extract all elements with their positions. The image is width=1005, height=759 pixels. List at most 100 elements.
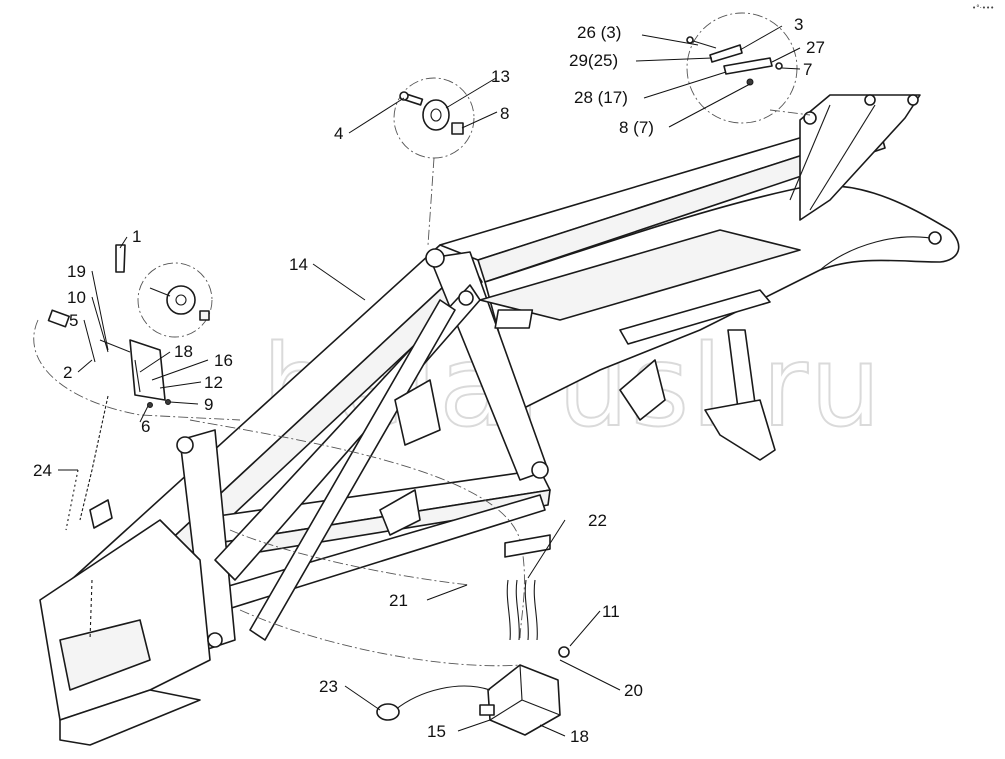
control-box xyxy=(376,664,561,736)
pin-26 xyxy=(689,39,717,49)
callout-16: 16 xyxy=(214,351,233,370)
wire-2 xyxy=(515,579,520,641)
chain-24 xyxy=(65,469,79,531)
dash-cable-21 xyxy=(229,529,471,586)
callout-4: 4 xyxy=(334,124,343,143)
callout-14: 14 xyxy=(289,255,308,274)
plate-18 xyxy=(129,339,166,401)
callout-6: 6 xyxy=(141,417,150,436)
deck-plate xyxy=(494,309,534,329)
detail-roller-group xyxy=(399,91,464,135)
control-box-edge-2 xyxy=(489,699,523,721)
callout-18-bottom: 18 xyxy=(570,727,589,746)
rear-arm-line-1 xyxy=(789,104,831,201)
chain-lower xyxy=(89,579,93,641)
callout-21: 21 xyxy=(389,591,408,610)
callout-3: 3 xyxy=(794,15,803,34)
nut-8 xyxy=(451,122,464,135)
detail-pins-group xyxy=(686,36,783,86)
callout-9: 9 xyxy=(204,395,213,414)
lower-hook-bracket xyxy=(379,489,421,536)
dash-harness xyxy=(189,419,525,641)
hub-nut xyxy=(199,310,210,321)
bolt-12 xyxy=(134,359,141,393)
wire-1 xyxy=(506,579,511,641)
callout-8-7: 8 (7) xyxy=(619,118,654,137)
callout-23: 23 xyxy=(319,677,338,696)
hub-roller xyxy=(166,285,196,315)
spring-chain-24 xyxy=(65,395,113,641)
callout-8: 8 xyxy=(500,104,509,123)
frame-bush-right xyxy=(531,461,549,479)
rear-upright-arms xyxy=(799,94,921,221)
callout-2: 2 xyxy=(63,363,72,382)
leader-dash-top xyxy=(427,157,435,246)
right-boom-arm-edge xyxy=(819,236,941,271)
callout-15: 15 xyxy=(427,722,446,741)
leader-dash-left xyxy=(33,319,241,421)
front-plate-lip xyxy=(59,689,201,746)
rear-foot xyxy=(704,399,776,461)
callout-11: 11 xyxy=(602,602,620,621)
callout-18-left: 18 xyxy=(174,342,193,361)
rear-arm-pin xyxy=(907,94,919,106)
control-box-15 xyxy=(487,664,561,736)
callout-12: 12 xyxy=(204,373,223,392)
callout-27: 27 xyxy=(806,38,825,57)
pin-5 xyxy=(47,309,70,328)
callout-19: 19 xyxy=(67,262,86,281)
boom-pivot-hole xyxy=(928,231,942,245)
rear-cylinder xyxy=(619,289,771,345)
wire-3 xyxy=(524,579,529,641)
rod-10 xyxy=(99,339,131,353)
callout-labels: 4 13 8 26 (3) 3 29(25) 27 7 28 (17) 8 (7… xyxy=(33,15,825,746)
frame-bush-bottom xyxy=(207,632,223,648)
callout-22: 22 xyxy=(588,511,607,530)
callout-26-3: 26 (3) xyxy=(577,23,621,42)
diagonal-brace-2 xyxy=(249,299,456,641)
nut-9 xyxy=(165,399,171,405)
callout-10: 10 xyxy=(67,288,86,307)
callout-13: 13 xyxy=(491,67,510,86)
shackle-1 xyxy=(115,244,126,273)
loader-frame xyxy=(39,94,960,746)
centre-bracket xyxy=(394,379,441,446)
plate-29 xyxy=(709,44,743,63)
frame-bush-left xyxy=(176,436,194,454)
frame-bush-2 xyxy=(458,290,474,306)
roller-13-bore xyxy=(430,108,442,122)
leader-lines xyxy=(58,25,801,737)
mid-bracket xyxy=(619,359,666,421)
link-assembly xyxy=(47,309,171,408)
leader-dash-rear xyxy=(769,109,811,116)
frame-bush-top xyxy=(425,248,445,268)
rear-arm-line-2 xyxy=(809,104,876,211)
hub-bore xyxy=(175,294,187,306)
upper-rear-beam-side xyxy=(477,129,886,283)
corner-mark: •°·••• xyxy=(972,4,994,12)
plug-23 xyxy=(376,703,400,721)
nut-6 xyxy=(147,402,153,408)
callout-5: 5 xyxy=(69,311,78,330)
callout-20: 20 xyxy=(624,681,643,700)
rear-arm-pin-2 xyxy=(864,94,876,106)
box-plug xyxy=(479,704,495,716)
hub-detail xyxy=(115,244,210,321)
spring-24 xyxy=(79,395,109,521)
hub-bolt xyxy=(149,287,171,297)
callout-24: 24 xyxy=(33,461,52,480)
callout-1: 1 xyxy=(132,227,141,246)
callout-7: 7 xyxy=(803,60,812,79)
callout-29-25: 29(25) xyxy=(569,51,618,70)
cable-23 xyxy=(394,685,491,711)
pin-26-head xyxy=(686,36,694,44)
rear-bush xyxy=(803,111,817,125)
chain-clamp xyxy=(89,499,113,529)
wire-harness xyxy=(504,534,570,658)
right-boom-arm xyxy=(484,184,960,411)
terminal-block xyxy=(504,534,551,558)
inner-deck xyxy=(479,229,801,321)
bar-28 xyxy=(723,57,773,75)
callout-28-17: 28 (17) xyxy=(574,88,628,107)
